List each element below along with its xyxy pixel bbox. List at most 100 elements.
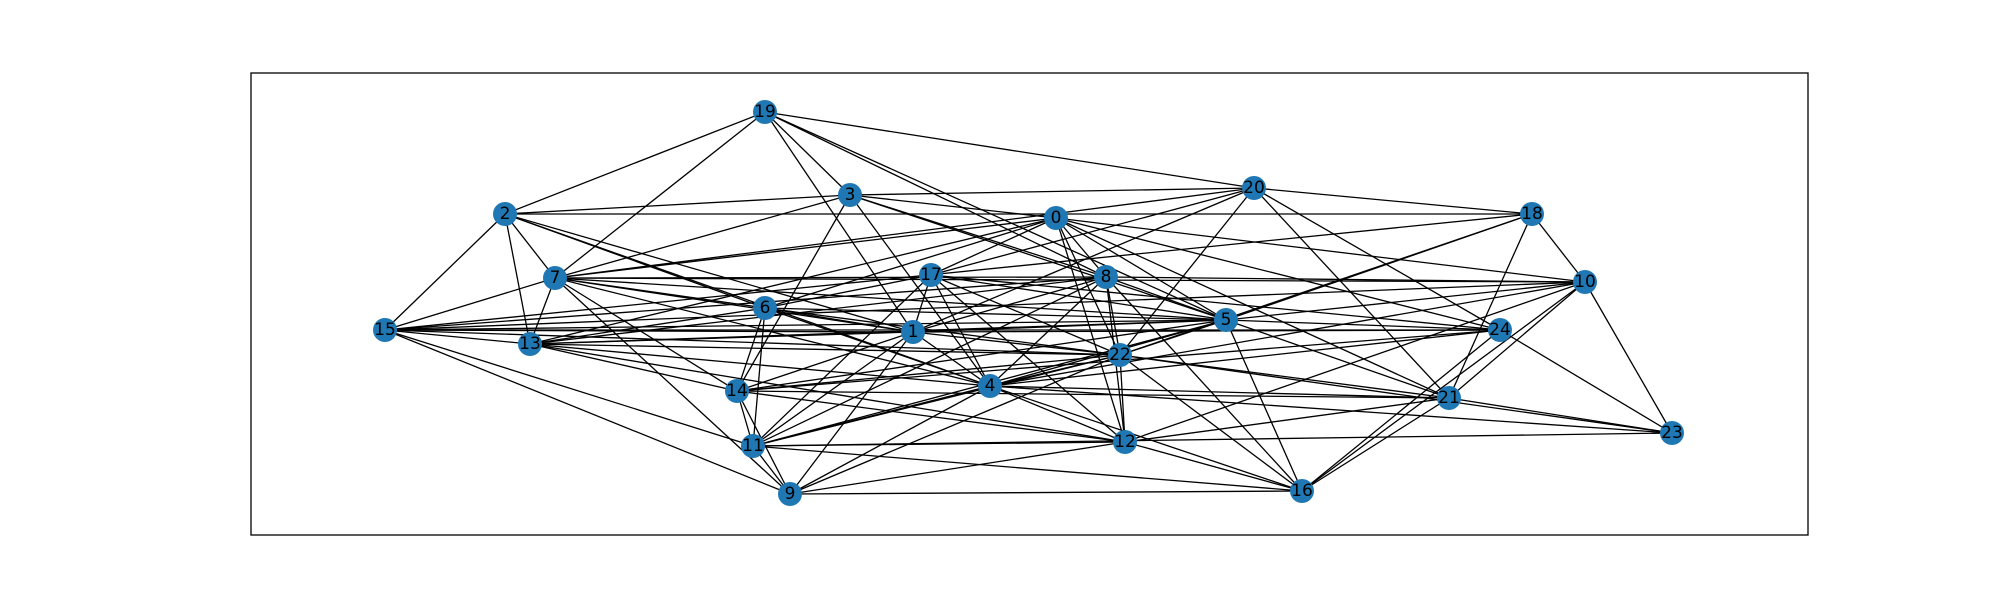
edge-18-15 bbox=[384, 213, 1533, 331]
edge-15-5 bbox=[384, 319, 1227, 331]
edge-10-23 bbox=[1584, 281, 1673, 434]
node-circle-18 bbox=[1520, 202, 1544, 226]
edge-19-5 bbox=[764, 111, 1227, 321]
edge-24-4 bbox=[989, 329, 1501, 387]
edge-12-9 bbox=[789, 441, 1126, 495]
node-circle-16 bbox=[1290, 479, 1314, 503]
edge-6-13 bbox=[529, 307, 766, 345]
node-label-2: 2 bbox=[500, 204, 511, 224]
edge-15-22 bbox=[384, 329, 1121, 356]
edge-8-16 bbox=[1105, 276, 1303, 492]
edge-6-14 bbox=[736, 307, 766, 392]
edge-2-3 bbox=[504, 194, 851, 215]
edge-18-10 bbox=[1531, 213, 1586, 283]
node-label-21: 21 bbox=[1438, 388, 1460, 408]
node-circle-21 bbox=[1437, 386, 1461, 410]
edge-4-12 bbox=[989, 385, 1126, 443]
edge-3-0 bbox=[849, 194, 1057, 219]
edge-17-12 bbox=[930, 274, 1126, 443]
edge-19-7 bbox=[554, 111, 766, 279]
node-circle-7 bbox=[543, 266, 567, 290]
edge-2-15 bbox=[384, 213, 506, 331]
edge-19-3 bbox=[764, 111, 851, 196]
edge-18-21 bbox=[1448, 213, 1533, 399]
edge-22-9 bbox=[789, 354, 1121, 495]
node-circle-15 bbox=[373, 318, 397, 342]
node-circle-11 bbox=[741, 434, 765, 458]
edge-14-21 bbox=[736, 390, 1450, 399]
node-label-15: 15 bbox=[374, 320, 396, 340]
node-circle-2 bbox=[493, 202, 517, 226]
edge-17-6 bbox=[764, 274, 932, 309]
edge-0-8 bbox=[1055, 217, 1107, 278]
graph-node-21: 21 bbox=[1437, 386, 1461, 410]
node-circle-14 bbox=[725, 379, 749, 403]
edge-5-13 bbox=[529, 319, 1227, 345]
node-circle-22 bbox=[1108, 343, 1132, 367]
edge-5-14 bbox=[736, 319, 1227, 392]
edge-11-16 bbox=[752, 445, 1303, 492]
edge-0-17 bbox=[930, 217, 1057, 276]
graph-node-20: 20 bbox=[1242, 176, 1266, 200]
edge-17-5 bbox=[930, 274, 1227, 321]
graph-node-7: 7 bbox=[543, 266, 567, 290]
node-circle-3 bbox=[838, 183, 862, 207]
edge-0-10 bbox=[1055, 217, 1586, 283]
edge-6-5 bbox=[764, 307, 1227, 321]
node-label-13: 13 bbox=[519, 334, 541, 354]
node-label-22: 22 bbox=[1109, 345, 1131, 365]
edge-15-9 bbox=[384, 329, 791, 495]
node-label-16: 16 bbox=[1291, 481, 1313, 501]
edge-9-16 bbox=[789, 490, 1303, 495]
edge-19-20 bbox=[764, 111, 1255, 189]
edge-1-14 bbox=[736, 331, 914, 392]
edge-20-24 bbox=[1253, 187, 1501, 331]
graph-node-1: 1 bbox=[901, 320, 925, 344]
edge-19-8 bbox=[764, 111, 1107, 278]
graph-node-13: 13 bbox=[518, 332, 542, 356]
edge-10-16 bbox=[1301, 281, 1586, 492]
graph-node-0: 0 bbox=[1044, 206, 1068, 230]
edge-14-12 bbox=[736, 390, 1126, 443]
edge-21-12 bbox=[1124, 397, 1450, 443]
edge-3-7 bbox=[554, 194, 851, 279]
edge-0-21 bbox=[1055, 217, 1450, 399]
node-label-18: 18 bbox=[1521, 204, 1543, 224]
graph-node-19: 19 bbox=[753, 100, 777, 124]
graph-node-16: 16 bbox=[1290, 479, 1314, 503]
edge-13-22 bbox=[529, 343, 1121, 356]
edge-22-12 bbox=[1119, 354, 1126, 443]
edge-1-22 bbox=[912, 331, 1121, 356]
node-circle-13 bbox=[518, 332, 542, 356]
graph-node-8: 8 bbox=[1094, 265, 1118, 289]
node-circle-6 bbox=[753, 296, 777, 320]
node-circle-20 bbox=[1242, 176, 1266, 200]
edge-22-23 bbox=[1119, 354, 1673, 434]
edge-10-5 bbox=[1225, 281, 1586, 321]
node-label-12: 12 bbox=[1114, 432, 1136, 452]
graph-node-3: 3 bbox=[838, 183, 862, 207]
edge-11-23 bbox=[752, 432, 1673, 447]
node-label-0: 0 bbox=[1051, 208, 1062, 228]
edge-5-22 bbox=[1119, 319, 1227, 356]
edge-19-1 bbox=[764, 111, 914, 333]
node-label-3: 3 bbox=[845, 185, 856, 205]
node-circle-5 bbox=[1214, 308, 1238, 332]
edge-6-1 bbox=[764, 307, 914, 333]
edge-20-21 bbox=[1253, 187, 1450, 399]
node-label-24: 24 bbox=[1489, 320, 1511, 340]
edge-22-14 bbox=[736, 354, 1121, 392]
edge-12-16 bbox=[1124, 441, 1303, 492]
edge-8-10 bbox=[1105, 276, 1586, 283]
edge-17-24 bbox=[930, 274, 1501, 331]
edge-13-14 bbox=[529, 343, 738, 392]
edge-4-11 bbox=[752, 385, 991, 447]
graph-node-24: 24 bbox=[1488, 318, 1512, 342]
edge-24-23 bbox=[1499, 329, 1673, 434]
edge-19-2 bbox=[504, 111, 766, 215]
node-circle-0 bbox=[1044, 206, 1068, 230]
node-circle-12 bbox=[1113, 430, 1137, 454]
edge-24-16 bbox=[1301, 329, 1501, 492]
